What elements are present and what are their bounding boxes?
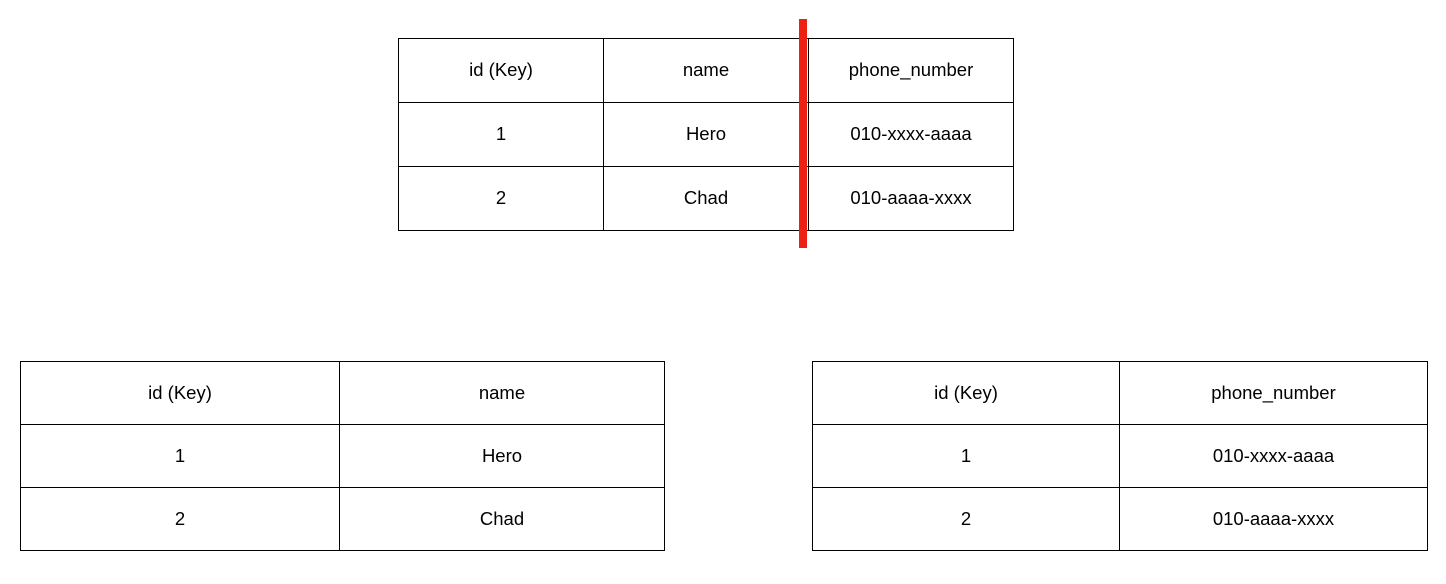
column-header-name: name [603,38,809,103]
names-table: id (Key) name 1 Hero 2 Chad [20,361,665,551]
cell-id: 1 [20,424,340,488]
cell-name: Chad [339,487,665,551]
column-header-id: id (Key) [812,361,1120,425]
cell-name: Hero [339,424,665,488]
cell-id: 2 [20,487,340,551]
table-row: 2 010-aaaa-xxxx [812,487,1428,551]
cell-id: 2 [398,166,604,231]
table-row: 2 Chad [20,487,665,551]
table-header-row: id (Key) name phone_number [398,38,1014,103]
cell-name: Hero [603,102,809,167]
table-header-row: id (Key) name [20,361,665,425]
cell-phone-number: 010-aaaa-xxxx [808,166,1014,231]
cell-id: 1 [812,424,1120,488]
cell-id: 1 [398,102,604,167]
column-header-id: id (Key) [20,361,340,425]
cell-id: 2 [812,487,1120,551]
table-row: 1 Hero [20,424,665,488]
column-header-phone-number: phone_number [808,38,1014,103]
table-row: 1 010-xxxx-aaaa [812,424,1428,488]
vertical-split-divider-icon [799,19,807,248]
table-row: 1 Hero 010-xxxx-aaaa [398,102,1014,167]
table-header-row: id (Key) phone_number [812,361,1428,425]
cell-phone-number: 010-xxxx-aaaa [1119,424,1428,488]
table-row: 2 Chad 010-aaaa-xxxx [398,166,1014,231]
cell-name: Chad [603,166,809,231]
phone-numbers-table: id (Key) phone_number 1 010-xxxx-aaaa 2 … [812,361,1428,551]
column-header-id: id (Key) [398,38,604,103]
combined-table: id (Key) name phone_number 1 Hero 010-xx… [398,38,1014,231]
cell-phone-number: 010-aaaa-xxxx [1119,487,1428,551]
cell-phone-number: 010-xxxx-aaaa [808,102,1014,167]
column-header-phone-number: phone_number [1119,361,1428,425]
column-header-name: name [339,361,665,425]
